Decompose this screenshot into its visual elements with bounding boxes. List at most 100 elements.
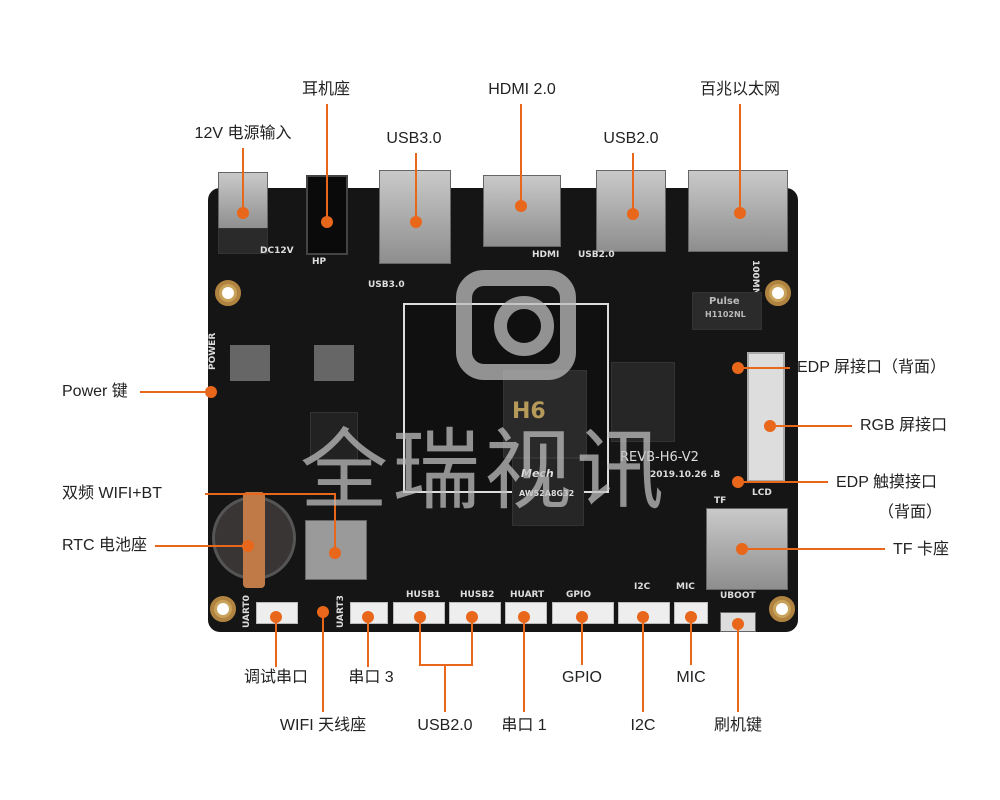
marker-dot (732, 362, 744, 374)
silk-gpio: GPIO (566, 590, 591, 600)
silk-mic: MIC (676, 582, 695, 592)
label-edp-touch-note: （背面） (878, 504, 943, 521)
silk-power: POWER (208, 332, 218, 370)
mount-hole (210, 596, 236, 622)
silk-pulse-part: H1102NL (705, 310, 746, 319)
leader-line (738, 367, 790, 369)
marker-dot (317, 606, 329, 618)
watermark-logo (456, 270, 576, 380)
silk-pulse: Pulse (709, 296, 740, 307)
label-flash-key: 刷机键 (713, 717, 763, 734)
silk-huart: HUART (510, 590, 545, 600)
silk-ram-part: AW52A8G32 (519, 489, 575, 498)
leader-line (742, 548, 885, 550)
leader-line (738, 481, 828, 483)
label-debug-uart: 调试串口 (243, 669, 309, 686)
silk-date: 2019.10.26 .B (650, 470, 721, 480)
watermark-text: 全瑞视讯 (300, 419, 669, 522)
silk-husb2: HUSB2 (460, 590, 495, 600)
marker-dot (515, 200, 527, 212)
label-uart3: 串口 3 (348, 669, 394, 686)
marker-dot (329, 547, 341, 559)
leader-line (155, 545, 248, 547)
rtc-contact (243, 492, 265, 588)
marker-dot (732, 618, 744, 630)
inductor (230, 345, 270, 381)
emmc-chip (611, 362, 675, 442)
label-i2c: I2C (630, 717, 656, 734)
label-usb20-top: USB2.0 (603, 130, 659, 147)
leader-line (471, 617, 473, 666)
leader-line (275, 617, 277, 667)
label-power-key: Power 键 (62, 383, 128, 400)
leader-line (367, 617, 369, 667)
leader-line (520, 104, 522, 206)
marker-dot (627, 208, 639, 220)
leader-line (739, 104, 741, 213)
silk-uboot: UBOOT (720, 591, 756, 601)
silk-usb2: USB2.0 (578, 250, 615, 260)
marker-dot (410, 216, 422, 228)
marker-dot (685, 611, 697, 623)
label-tf: TF 卡座 (893, 541, 949, 558)
silk-board-name: REVB-H6-V2 (620, 450, 699, 465)
silk-lcd: LCD (752, 488, 772, 498)
label-gpio: GPIO (561, 669, 603, 686)
label-usb30: USB3.0 (386, 130, 442, 147)
silk-uart0: UART0 (242, 595, 252, 628)
leader-line (737, 624, 739, 712)
marker-dot (732, 476, 744, 488)
mount-hole (765, 280, 791, 306)
silk-ram-brand: Mech (521, 467, 554, 480)
label-usb20-bottom: USB2.0 (417, 717, 473, 734)
label-rtc: RTC 电池座 (62, 537, 148, 554)
marker-dot (237, 207, 249, 219)
marker-dot (576, 611, 588, 623)
silk-husb1: HUSB1 (406, 590, 441, 600)
label-ethernet: 百兆以太网 (699, 81, 781, 98)
silk-hp: HP (312, 257, 327, 267)
leader-line (419, 617, 421, 666)
marker-dot (518, 611, 530, 623)
silk-uart3: UART3 (336, 595, 346, 628)
watermark-logo-c (494, 296, 554, 356)
label-wifi-bt: 双频 WIFI+BT (62, 485, 163, 502)
marker-dot (321, 216, 333, 228)
marker-dot (270, 611, 282, 623)
leader-line (690, 617, 692, 665)
label-uart1: 串口 1 (501, 717, 547, 734)
leader-line (415, 153, 417, 222)
label-hdmi: HDMI 2.0 (488, 81, 556, 98)
silk-tf: TF (714, 496, 727, 506)
marker-dot (764, 420, 776, 432)
label-wifi-antenna: WIFI 天线座 (279, 717, 367, 734)
leader-line (322, 612, 324, 712)
audio-chip (310, 412, 358, 460)
label-rgb-screen: RGB 屏接口 (860, 417, 948, 434)
marker-dot (414, 611, 426, 623)
marker-dot (362, 611, 374, 623)
silk-dc12v: DC12V (260, 246, 294, 256)
marker-dot (637, 611, 649, 623)
silk-hdmi: HDMI (532, 250, 560, 260)
label-power-input: 12V 电源输入 (194, 125, 292, 142)
leader-line (444, 664, 446, 712)
leader-line (242, 148, 244, 213)
leader-line (632, 153, 634, 214)
label-mic: MIC (676, 669, 706, 686)
label-edp-screen: EDP 屏接口（背面） (797, 359, 947, 376)
marker-dot (736, 543, 748, 555)
marker-dot (205, 386, 217, 398)
marker-dot (242, 540, 254, 552)
lan-transformer: Pulse H1102NL (692, 292, 762, 330)
silk-soc: H6 (512, 399, 546, 424)
leader-line (205, 493, 336, 495)
label-edp-touch: EDP 触摸接口 (836, 474, 938, 491)
leader-line (642, 617, 644, 712)
silk-usb3: USB3.0 (368, 280, 405, 290)
lcd-connector (747, 352, 785, 482)
leader-line (770, 425, 852, 427)
leader-line (523, 617, 525, 712)
leader-line (326, 104, 328, 222)
marker-dot (466, 611, 478, 623)
